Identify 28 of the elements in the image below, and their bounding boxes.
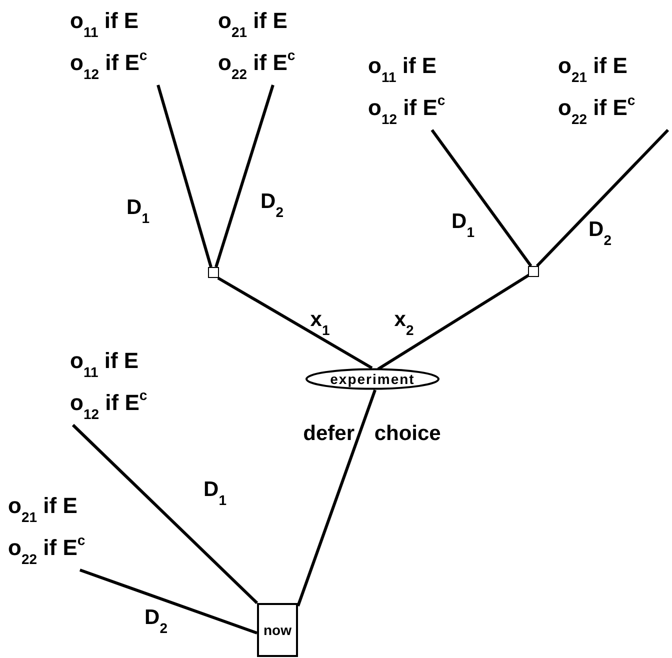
outcome-text: o$_{12}$ if E$^{c}$ <box>70 50 148 84</box>
outcome-text: o$_{22}$ if E$^{c}$ <box>8 535 86 569</box>
outcome-text: o$_{12}$ if E$^{c}$ <box>70 390 148 424</box>
chance-ellipse <box>305 368 440 390</box>
branch-line <box>214 84 274 268</box>
edge-label: defer choice <box>303 422 441 446</box>
branch-line <box>296 390 376 607</box>
outcome-text: o$_{22}$ if E$^{c}$ <box>218 50 296 84</box>
outcome-text: o$_{11}$ if E <box>368 53 437 87</box>
outcome-text: o$_{11}$ if E <box>70 348 139 382</box>
branch-line <box>536 128 670 268</box>
outcome-text: o$_{21}$ if E <box>8 493 78 527</box>
branch-line <box>430 129 532 267</box>
outcome-text: o$_{12}$ if E$^{c}$ <box>368 95 446 129</box>
outcome-text: o$_{21}$ if E <box>218 8 288 42</box>
branch-line <box>156 84 212 268</box>
branch-line <box>217 276 373 370</box>
outcome-text: o$_{11}$ if E <box>70 8 139 42</box>
outcome-text: o$_{21}$ if E <box>558 53 628 87</box>
node-label: now <box>264 622 292 638</box>
branch-line <box>79 568 258 634</box>
branch-line <box>72 424 258 604</box>
decision-square <box>208 267 219 278</box>
branch-line <box>377 274 530 370</box>
decision-square <box>528 266 539 277</box>
outcome-text: o$_{22}$ if E$^{c}$ <box>558 95 636 129</box>
node-label: experiment <box>330 371 415 387</box>
decision-box <box>257 603 298 657</box>
